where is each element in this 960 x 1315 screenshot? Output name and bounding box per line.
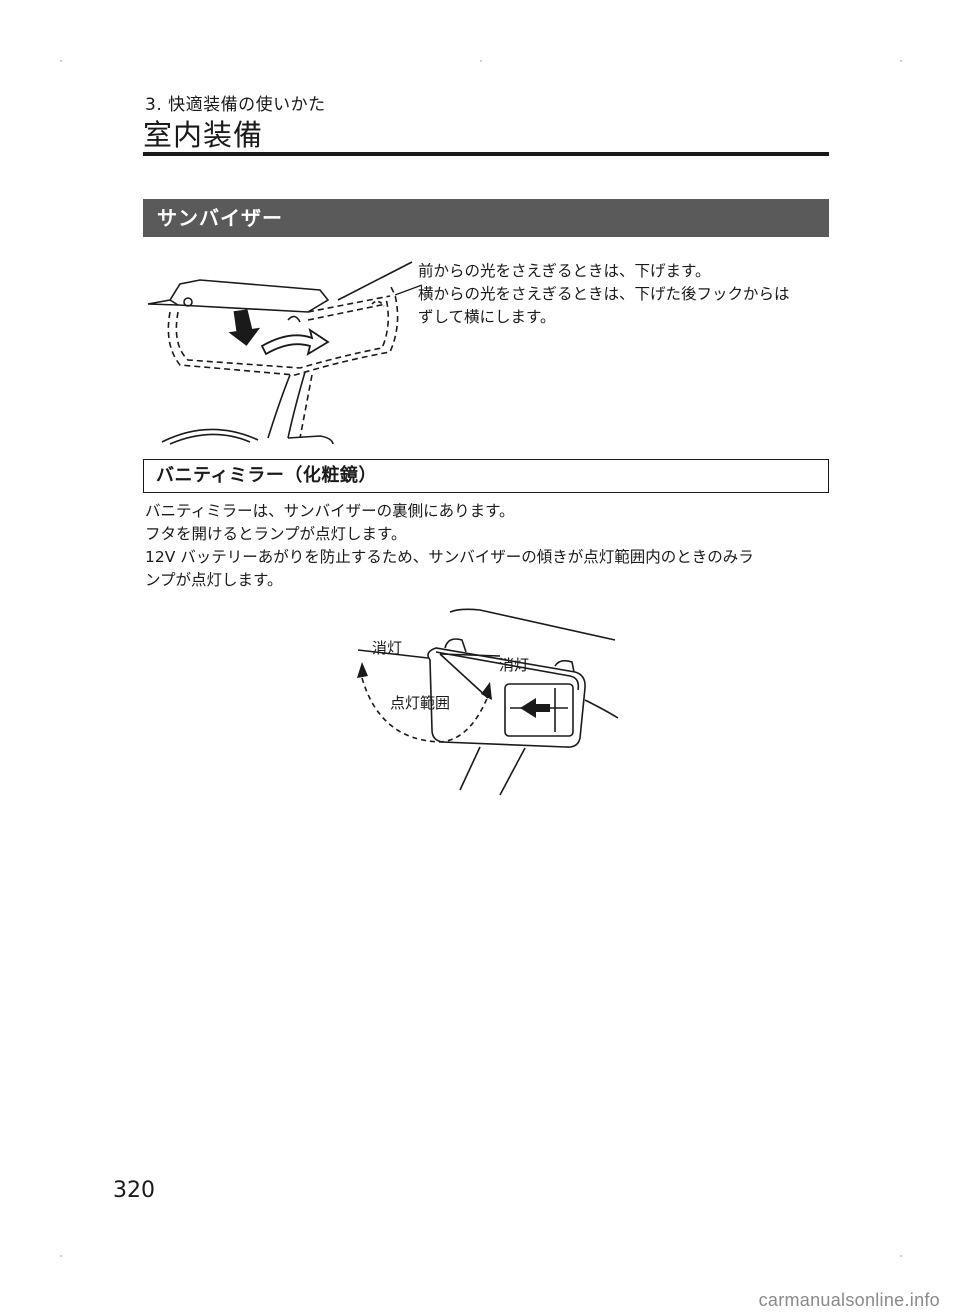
vanity-mirror-illustration: [357, 608, 619, 796]
callout-line: 前からの光をさえぎるときは、下げます。: [418, 262, 711, 280]
body-line: バニティミラーは、サンバイザーの裏側にあります。: [145, 502, 515, 520]
body-line: フタを開けるとランプが点灯します。: [145, 525, 407, 543]
crop-mark: [60, 60, 62, 62]
section-heading-sun-visor: サンバイザー: [143, 199, 829, 237]
sun-visor-illustration: [147, 261, 423, 445]
watermark: carmanualsonline.info: [758, 1290, 940, 1310]
page-title: 室内装備: [143, 118, 264, 152]
chapter-label: 3. 快適装備の使いかた: [145, 95, 326, 115]
crop-mark: [480, 60, 482, 62]
sun-visor-callout: 前からの光をさえぎるときは、下げます。 横からの光をさえぎるときは、下げた後フッ…: [418, 260, 838, 329]
callout-line: ずして横にします。: [418, 308, 556, 326]
title-divider: [143, 152, 829, 156]
label-off-right: 消灯: [499, 656, 530, 674]
body-line: 12V バッテリーあがりを防止するため、サンバイザーの傾きが点灯範囲内のときのみ…: [145, 548, 754, 566]
callout-line: 横からの光をさえぎるときは、下げた後フックからは: [418, 285, 790, 303]
page-number: 320: [113, 1178, 155, 1203]
vanity-mirror-description: バニティミラーは、サンバイザーの裏側にあります。 フタを開けるとランプが点灯しま…: [145, 500, 835, 592]
crop-mark: [900, 60, 902, 62]
crop-mark: [900, 1255, 902, 1257]
crop-mark: [60, 1255, 62, 1257]
body-line: ンプが点灯します。: [145, 571, 283, 589]
label-on-range: 点灯範囲: [390, 694, 451, 712]
section-heading-vanity-mirror: バニティミラー（化粧鏡）: [143, 459, 829, 493]
label-off-left: 消灯: [372, 639, 403, 657]
